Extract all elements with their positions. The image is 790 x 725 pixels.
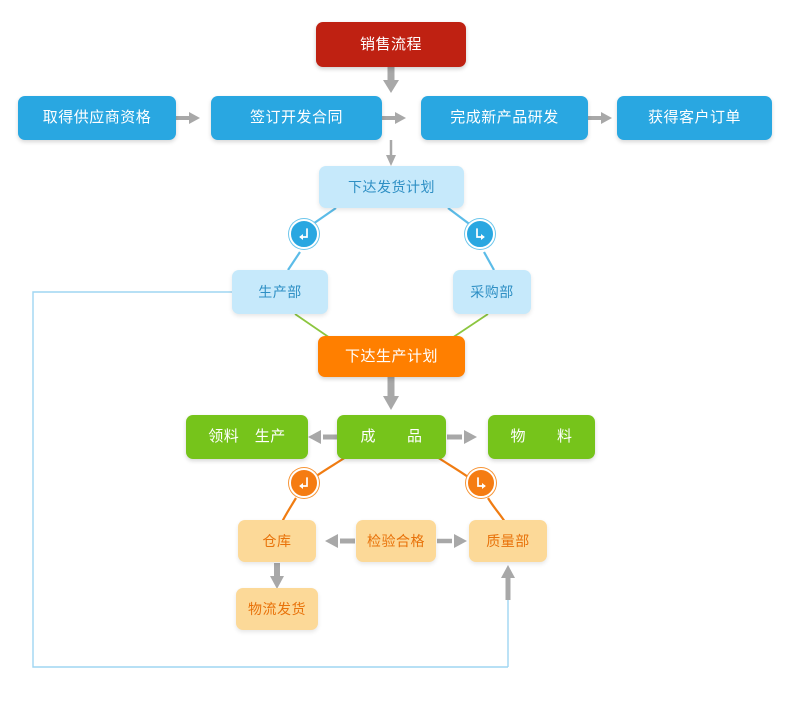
node-label: 生产部 [258, 283, 302, 300]
node-label: 领料 生产 [208, 428, 286, 445]
badge-shipping-to-purchasing[interactable] [465, 219, 495, 249]
edge-contract-to-rd [382, 112, 406, 124]
node-label: 销售流程 [359, 35, 422, 53]
badge-finished-to-quality[interactable] [466, 468, 496, 498]
node-label: 下达发货计划 [348, 178, 435, 195]
node-purchasing-dept[interactable]: 采购部 [453, 270, 531, 314]
node-label: 获得客户订单 [647, 109, 741, 126]
edge-inspection-to-quality [437, 534, 467, 548]
badge-finished-to-warehouse[interactable] [289, 468, 319, 498]
edge-plan-to-finished [383, 377, 399, 410]
node-inspection-pass[interactable]: 检验合格 [356, 520, 436, 562]
edge-sales-to-row [383, 67, 399, 93]
edge-supplier-to-contract [176, 112, 200, 124]
node-sales-process[interactable]: 销售流程 [316, 22, 466, 67]
node-logistics-shipment[interactable]: 物流发货 [236, 588, 318, 630]
node-label: 质量部 [486, 532, 530, 549]
node-label: 物流发货 [248, 600, 306, 617]
edge-finished-to-picking [308, 430, 338, 444]
node-materials[interactable]: 物 料 [488, 415, 595, 459]
node-label: 下达生产计划 [344, 347, 438, 365]
node-label: 取得供应商资格 [42, 109, 152, 126]
edge-inspection-to-warehouse [325, 534, 355, 548]
node-label: 物 料 [510, 428, 573, 445]
node-label: 采购部 [470, 283, 514, 300]
edge-warehouse-to-logistics [270, 563, 284, 589]
edge-production-to-plan [294, 313, 331, 339]
edge-return-loop-up-to-quality [501, 565, 515, 667]
node-label: 完成新产品研发 [450, 109, 559, 126]
node-label: 成 品 [360, 428, 423, 445]
arrow-down-right-icon [476, 228, 485, 240]
node-finished-goods[interactable]: 成 品 [337, 415, 446, 459]
node-production-plan[interactable]: 下达生产计划 [318, 336, 465, 377]
node-customer-order[interactable]: 获得客户订单 [617, 96, 772, 140]
node-label: 检验合格 [367, 532, 425, 549]
arrow-down-left-icon [299, 228, 308, 240]
node-production-dept[interactable]: 生产部 [232, 270, 328, 314]
node-shipping-plan[interactable]: 下达发货计划 [319, 166, 464, 208]
arrow-down-right-icon [477, 477, 486, 489]
node-quality-dept[interactable]: 质量部 [469, 520, 547, 562]
node-label: 签订开发合同 [249, 109, 343, 126]
node-label: 仓库 [262, 532, 292, 549]
node-new-product-rd[interactable]: 完成新产品研发 [421, 96, 588, 140]
arrow-down-left-icon [299, 477, 308, 489]
node-development-contract[interactable]: 签订开发合同 [211, 96, 382, 140]
edge-row-to-shipping-plan [386, 140, 396, 166]
edge-rd-to-order [588, 112, 612, 124]
node-material-picking[interactable]: 领料 生产 [186, 415, 308, 459]
badge-shipping-to-production[interactable] [289, 219, 319, 249]
node-supplier-qualification[interactable]: 取得供应商资格 [18, 96, 176, 140]
edge-finished-to-materials [447, 430, 477, 444]
edge-purchasing-to-plan [451, 313, 489, 339]
node-warehouse[interactable]: 仓库 [238, 520, 316, 562]
